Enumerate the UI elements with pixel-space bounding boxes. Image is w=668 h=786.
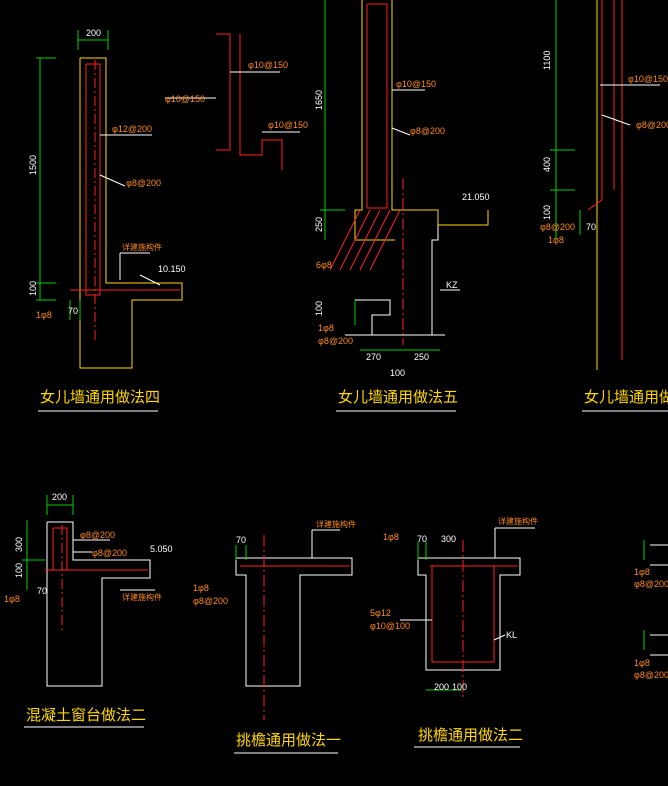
d4-dim-70: 70 bbox=[68, 306, 78, 316]
d5-dim-270: 270 bbox=[366, 352, 381, 362]
eave2-title: 挑檐通用做法二 bbox=[418, 726, 523, 744]
sill-title: 混凝土窗台做法二 bbox=[26, 706, 146, 724]
d5-title: 女儿墙通用做法五 bbox=[338, 388, 458, 406]
sill-dim-100: 100 bbox=[14, 563, 24, 578]
d5-bar-b: φ8@200 bbox=[410, 126, 445, 136]
detail-window-sill-2: 200 300 100 φ8@200 φ8@200 5.050 1φ8 70 详… bbox=[4, 492, 173, 728]
d4-bar-stir: φ8@200 bbox=[126, 178, 161, 188]
detail-parapet-5: 1650 φ10@150 φ8@200 21.050 250 6φ8 100 1… bbox=[314, 0, 490, 412]
d5-dim-250: 250 bbox=[314, 217, 324, 232]
eave1-title: 挑檐通用做法一 bbox=[236, 731, 341, 749]
detail-parapet-4: 200 1500 100 φ12@200 φ8@200 详建施构件 10.150… bbox=[28, 28, 186, 412]
eave1-note: 详建施构件 bbox=[316, 519, 356, 529]
eave2-beam: KL bbox=[506, 630, 517, 640]
eave2-note: 详建施构件 bbox=[498, 516, 538, 526]
d5-dim-100: 100 bbox=[314, 301, 324, 316]
small-bar-a: φ10@150 bbox=[248, 60, 288, 70]
eave1-bar-corner: 1φ8 bbox=[193, 583, 209, 593]
eave2-dim-70: 70 bbox=[417, 534, 427, 544]
eave2-bar-stir: φ10@100 bbox=[370, 621, 410, 631]
d6-bar-b: φ8@200 bbox=[636, 120, 668, 130]
d6-bar-a: φ10@150 bbox=[628, 74, 668, 84]
d5-dim-height: 1650 bbox=[314, 90, 324, 110]
right-a1: 1φ8 bbox=[634, 567, 650, 577]
right-b1: 1φ8 bbox=[634, 658, 650, 668]
d4-bar-corner: 1φ8 bbox=[36, 310, 52, 320]
sill-dim-300: 300 bbox=[14, 537, 24, 552]
right-b2: φ8@200 bbox=[634, 670, 668, 680]
sill-bar-corner: 1φ8 bbox=[4, 594, 20, 604]
detail-eave-2: 1φ8 70 300 详建施构件 5φ12 φ10@100 KL 200 100… bbox=[370, 516, 538, 748]
d6-dim-400: 400 bbox=[542, 157, 552, 172]
eave1-dim-70: 70 bbox=[236, 535, 246, 545]
sill-bar-b: φ8@200 bbox=[92, 548, 127, 558]
d5-bar-stir: φ8@200 bbox=[318, 336, 353, 346]
sill-bar-a: φ8@200 bbox=[80, 530, 115, 540]
d5-bar-multi: 6φ8 bbox=[316, 260, 332, 270]
sill-dim-70: 70 bbox=[37, 586, 47, 596]
d4-elev: 10.150 bbox=[158, 264, 186, 274]
d5-dim-250b: 250 bbox=[414, 352, 429, 362]
d4-note: 详建施构件 bbox=[122, 242, 162, 252]
d5-elev: 21.050 bbox=[462, 192, 490, 202]
eave2-dim-200: 200 bbox=[434, 682, 449, 692]
d4-dim-low: 100 bbox=[28, 281, 38, 296]
detail-parapet-6: 1100 400 φ10@150 φ8@200 100 φ8@200 1φ8 7… bbox=[540, 0, 668, 412]
eave2-bar-corner: 1φ8 bbox=[383, 532, 399, 542]
detail-right-partial: 1φ8 φ8@200 1φ8 φ8@200 bbox=[634, 540, 668, 680]
d6-dim-100: 100 bbox=[542, 205, 552, 220]
sill-elev: 5.050 bbox=[150, 544, 173, 554]
eave1-bar-stir: φ8@200 bbox=[193, 596, 228, 606]
d4-dim-height: 1500 bbox=[28, 155, 38, 175]
detail-eave-1: 详建施构件 70 1φ8 φ8@200 挑檐通用做法一 bbox=[193, 519, 356, 754]
d6-dim-70: 70 bbox=[586, 222, 596, 232]
d5-bar-corner: 1φ8 bbox=[318, 323, 334, 333]
d4-title: 女儿墙通用做法四 bbox=[40, 388, 160, 406]
sill-note: 详建施构件 bbox=[122, 592, 162, 602]
eave2-dim-300: 300 bbox=[441, 534, 456, 544]
d5-bar-a: φ10@150 bbox=[396, 79, 436, 89]
right-a2: φ8@200 bbox=[634, 579, 668, 589]
d4-bar-main: φ12@200 bbox=[112, 124, 152, 134]
d5-dim-100b: 100 bbox=[390, 368, 405, 378]
d6-dim-1100: 1100 bbox=[542, 51, 552, 70]
small-bar-c: φ10@150 bbox=[268, 120, 308, 130]
d6-bar-stir: φ8@200 bbox=[540, 222, 575, 232]
sill-dim-200: 200 bbox=[52, 492, 67, 502]
small-bar-b: φ10@150 bbox=[165, 94, 205, 104]
d5-col: KZ bbox=[446, 280, 458, 290]
eave2-bar-main: 5φ12 bbox=[370, 608, 391, 618]
detail-small-cap: φ10@150 φ10@150 φ10@150 bbox=[165, 33, 308, 170]
d6-title: 女儿墙通用做法六 bbox=[584, 388, 668, 406]
d4-dim-top: 200 bbox=[86, 28, 101, 38]
eave2-dim-100: 100 bbox=[452, 682, 467, 692]
d6-bar-corner: 1φ8 bbox=[548, 235, 564, 245]
